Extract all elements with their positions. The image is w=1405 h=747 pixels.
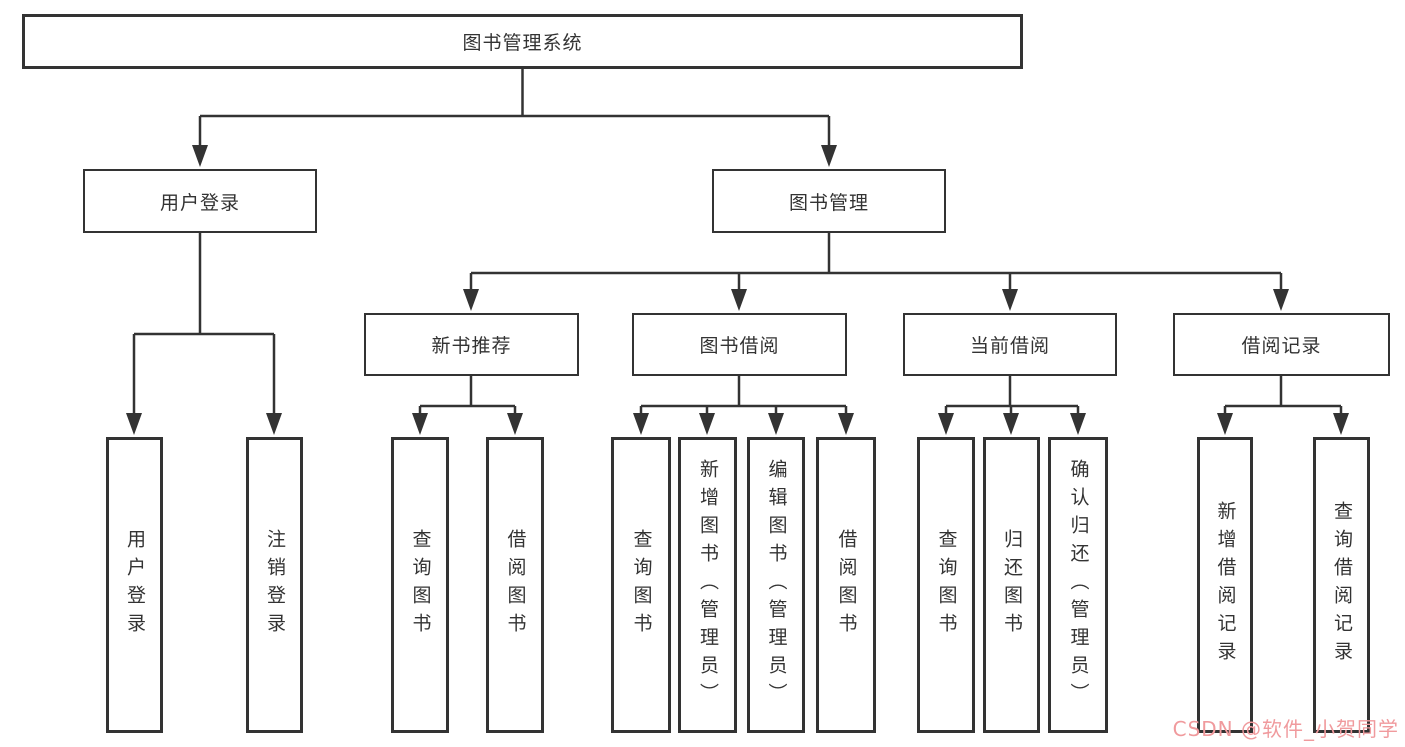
leaf-borrow-borrow-book: 借阅图书 [816, 437, 876, 733]
node-label: 确认归还（管理员） [1067, 459, 1090, 711]
line [418, 376, 517, 415]
leaf-borrow-edit-book-admin: 编辑图书（管理员） [747, 437, 805, 733]
leaf-borrow-query-book: 查询图书 [611, 437, 671, 733]
connector-user-login-children [126, 233, 282, 435]
leaf-newbook-borrow-book: 借阅图书 [486, 437, 544, 733]
arrowhead [1217, 413, 1349, 435]
node-label: 借阅记录 [1241, 335, 1322, 357]
node-book-borrow: 图书借阅 [632, 313, 847, 376]
node-label: 归还图书 [1001, 529, 1023, 641]
connector-current-borrow-children [938, 376, 1086, 435]
node-label: 查询图书 [935, 529, 958, 641]
node-label: 注销登录 [264, 529, 286, 641]
arrowhead [412, 413, 523, 435]
node-label: 借阅图书 [504, 529, 527, 641]
line [469, 233, 1283, 291]
leaf-newbook-query-book: 查询图书 [391, 437, 449, 733]
connector-book-management-to-level3 [463, 233, 1289, 311]
node-label: 图书管理系统 [462, 32, 583, 54]
node-label: 当前借阅 [969, 335, 1050, 357]
leaf-current-return-book: 归还图书 [983, 437, 1040, 733]
connector-book-borrow-children [633, 376, 854, 435]
leaf-logout: 注销登录 [246, 437, 303, 733]
node-label: 新增图书（管理员） [697, 459, 719, 711]
node-user-login: 用户登录 [83, 169, 317, 233]
node-label: 用户登录 [159, 191, 240, 214]
connector-root-to-level2 [192, 69, 837, 167]
node-label: 新增借阅记录 [1214, 501, 1237, 669]
connector-borrow-records-children [1217, 376, 1349, 435]
arrowhead [463, 289, 1289, 311]
node-borrow-records: 借阅记录 [1173, 313, 1390, 376]
node-current-borrow: 当前借阅 [903, 313, 1117, 376]
node-label: 查询借阅记录 [1331, 501, 1353, 669]
line [1223, 376, 1343, 415]
line [639, 376, 848, 415]
line [132, 233, 276, 415]
leaf-user-login: 用户登录 [106, 437, 163, 733]
node-label: 新书推荐 [431, 335, 512, 357]
arrowhead [633, 413, 854, 435]
leaf-records-add-record: 新增借阅记录 [1197, 437, 1253, 733]
node-label: 查询图书 [630, 529, 653, 641]
node-label: 借阅图书 [835, 529, 858, 641]
leaf-current-query-book: 查询图书 [917, 437, 975, 733]
node-label: 用户登录 [124, 529, 146, 641]
node-new-book-recommend: 新书推荐 [364, 313, 579, 376]
node-root-system: 图书管理系统 [22, 14, 1023, 69]
node-label: 编辑图书（管理员） [765, 459, 788, 711]
csdn-watermark: CSDN @软件_小贺同学 [1172, 717, 1399, 741]
leaf-records-query-record: 查询借阅记录 [1313, 437, 1370, 733]
node-book-management: 图书管理 [712, 169, 946, 233]
connector-new-book-recommend-children [412, 376, 523, 435]
leaf-borrow-add-book-admin: 新增图书（管理员） [678, 437, 737, 733]
line [944, 376, 1080, 415]
arrowhead [192, 145, 837, 167]
node-label: 图书管理 [788, 191, 869, 214]
node-label: 查询图书 [409, 529, 432, 641]
line [198, 69, 831, 147]
arrowhead [126, 413, 282, 435]
node-label: 图书借阅 [699, 335, 780, 357]
leaf-current-confirm-return-admin: 确认归还（管理员） [1048, 437, 1108, 733]
arrowhead [938, 413, 1086, 435]
